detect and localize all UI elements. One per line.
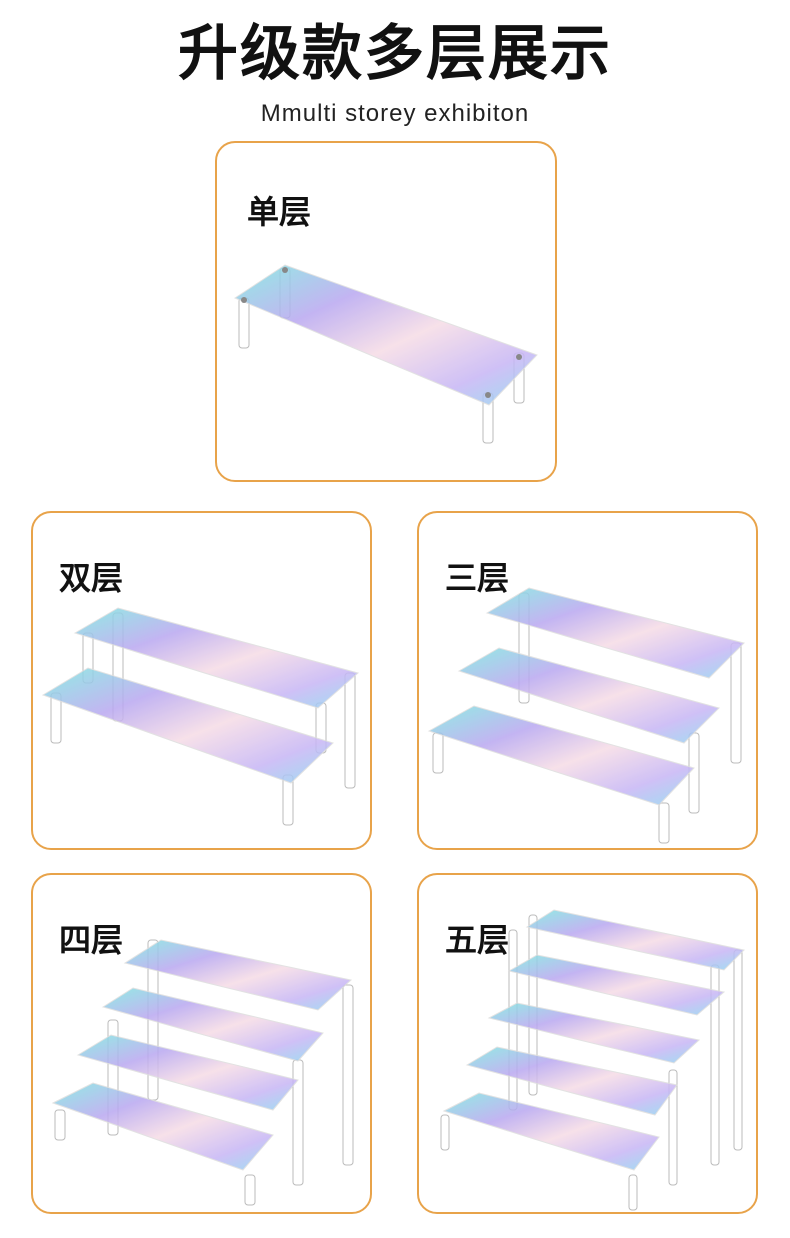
shelf-illustration [41, 607, 360, 826]
card-three-tier: 三层 [417, 511, 758, 850]
card-label: 三层 [445, 559, 510, 597]
card-label: 单层 [247, 193, 312, 231]
shelf-illustration [440, 909, 746, 1211]
page-title: 升级款多层展示 [178, 19, 612, 89]
shelf-illustration [427, 587, 745, 844]
card-label: 双层 [59, 559, 124, 597]
card-five-tier: 五层 [417, 873, 758, 1214]
page-subtitle: Mmulti storey exhibiton [260, 100, 530, 127]
card-four-tier: 四层 [31, 873, 372, 1214]
card-label: 四层 [59, 921, 124, 959]
shelf-illustration [233, 264, 538, 444]
card-two-tier: 双层 [31, 511, 372, 850]
shelf-illustration [51, 939, 354, 1206]
card-single-tier: 单层 [215, 141, 557, 482]
card-label: 五层 [445, 921, 510, 959]
